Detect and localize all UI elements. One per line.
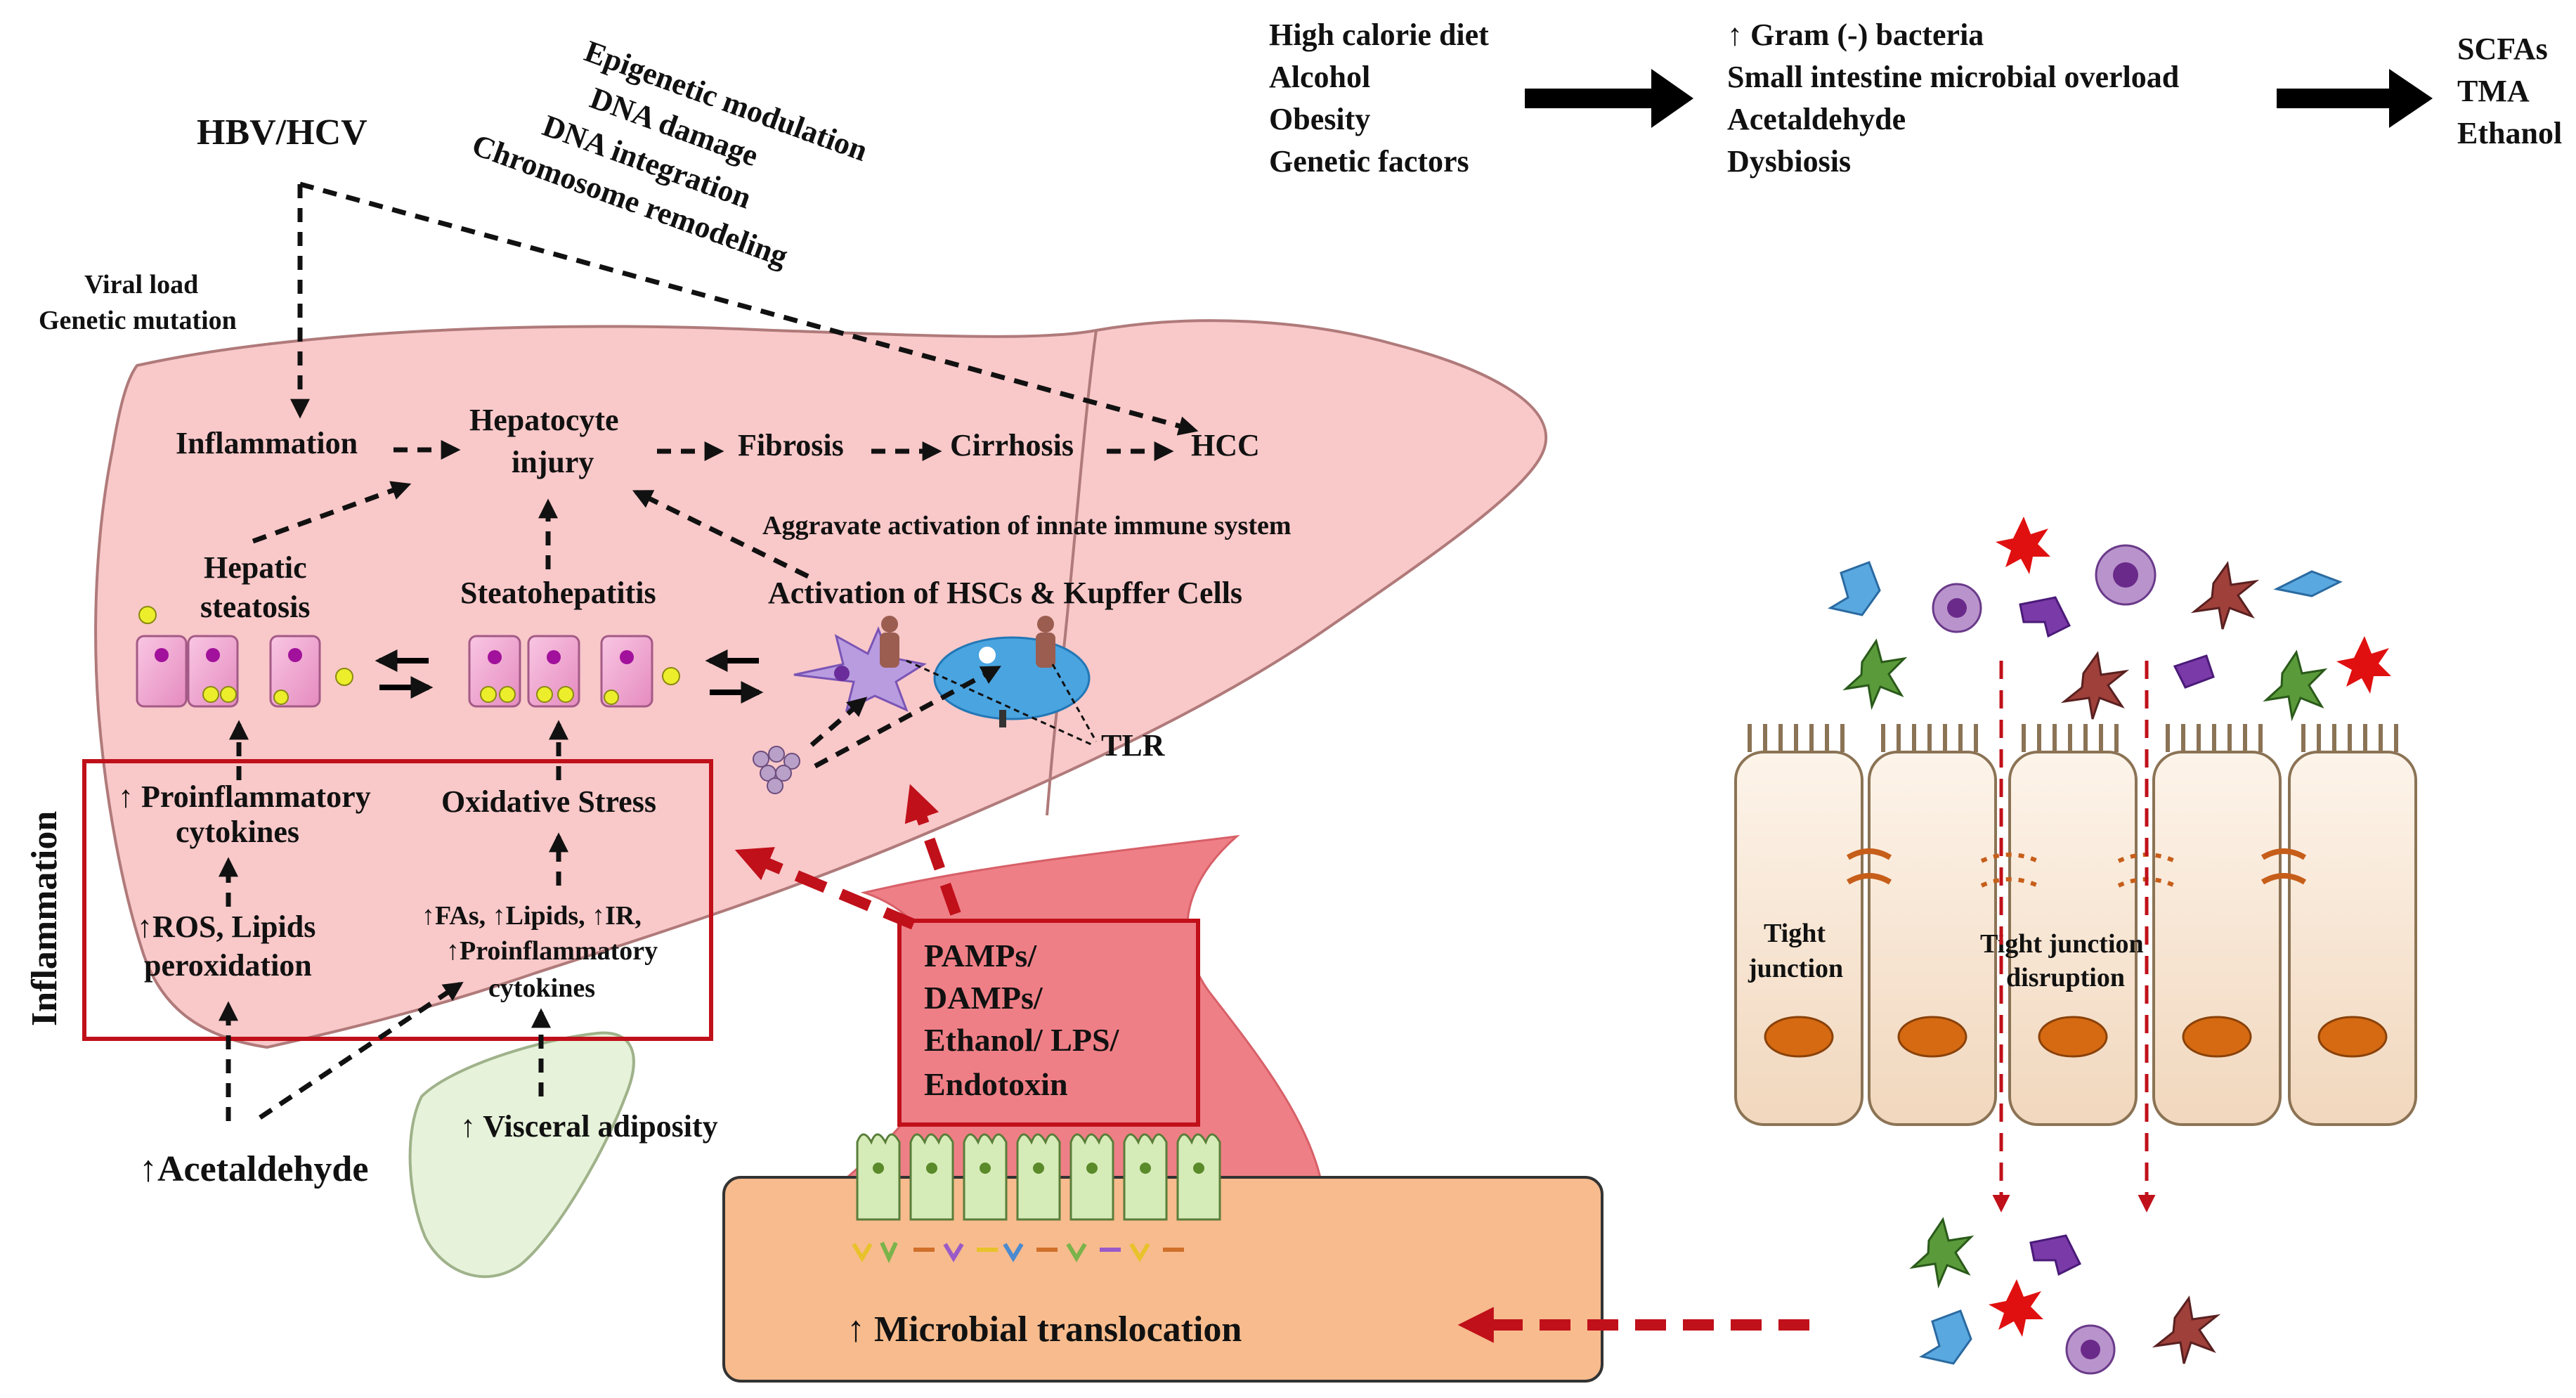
acetaldehyde-to-fas-arrow [259,981,464,1120]
red-star-2 [2336,636,2391,694]
villi-nuclei [873,1163,1204,1174]
tight-junction-line1: Tight [1764,919,1826,948]
bacteria-to-kupffer-arrow [814,665,1001,769]
kupffer-cell-shape [933,636,1091,720]
inflammation-label: Inflammation [176,426,358,460]
metabolite-2: TMA [2457,74,2530,108]
risk-factor-1: High calorie diet [1269,18,1489,52]
hbv-hcv-label: HBV/HCV [197,112,367,153]
tlr-pointer-1 [906,659,1093,746]
risk-to-gut-arrowhead [1651,69,1693,128]
red-star-3 [1989,1279,2043,1337]
pamps-line4: Endotoxin [924,1066,1068,1102]
fas-line3: cytokines [488,973,595,1003]
translocated-microbes [1909,1217,2221,1375]
hepatocytes-steatosis [136,606,353,708]
equilibrium-arrows-1 [375,649,434,699]
acetaldehyde-label: ↑Acetaldehyde [139,1149,368,1189]
fas-line1: ↑FAs, ↑Lipids, ↑IR, [422,901,642,931]
pamps-line1: PAMPs/ [924,938,1037,973]
microbial-translocation-label: ↑ Microbial translocation [847,1309,1242,1350]
risk-factors-list: High calorie diet Alcohol Obesity Geneti… [1269,18,1489,179]
pamps-line3: Ethanol/ LPS/ [924,1022,1120,1058]
inflammation-side-label: Inflammation [25,811,65,1026]
blue-chevron-2 [2273,570,2343,597]
metabolite-1: SCFAs [2457,32,2548,66]
gut-bacteria-mix [852,1241,1184,1264]
bacteria-cluster [753,746,800,794]
cirrhosis-label: Cirrhosis [950,428,1074,462]
tlr-pointer-2 [1051,664,1098,742]
steatohepatitis-label: Steatohepatitis [460,576,656,610]
gut-to-metabolites-arrowhead [2389,69,2433,128]
pamps-to-hsc-arrow [904,784,961,916]
brown-star-2 [2060,651,2130,720]
risk-factor-2: Alcohol [1269,60,1370,94]
metabolites-list: SCFAs TMA Ethanol [2457,32,2562,150]
intestinal-villi [856,1133,1221,1221]
purple-chevron-1 [2019,596,2071,638]
inflammation-box [82,759,713,1041]
hsc-kupffer-label: Activation of HSCs & Kupffer Cells [768,576,1242,610]
equilibrium-arrows-2 [705,649,764,704]
ros-line2: peroxidation [144,948,312,983]
tlr-label: TLR [1101,728,1166,763]
gut-change-2: Small intestine microbial overload [1727,60,2179,94]
risk-factor-3: Obesity [1269,102,1370,136]
genetic-mutation-label: Genetic mutation [39,306,237,335]
bacteria-to-hsc-arrow [809,697,868,747]
green-star-3 [1909,1217,1975,1289]
hcc-label: HCC [1191,428,1260,462]
gut-changes-list: ↑ Gram (-) bacteria Small intestine micr… [1727,18,2179,179]
viral-load-label: Viral load [84,270,198,299]
hepatocyte-injury-line1: Hepatocyte [469,403,619,437]
ros-line1: ↑ROS, Lipids [137,910,316,944]
hepatocytes-steatohepatitis [468,635,680,708]
pamps-line2: DAMPs/ [924,980,1043,1016]
visceral-adiposity-label: ↑ Visceral adiposity [460,1109,718,1144]
brown-star-3 [2152,1295,2221,1364]
purple-chevron-3 [2029,1234,2082,1276]
tlr-receptor-2 [1036,616,1055,668]
tj-disruption-line2: disruption [2006,963,2125,992]
brown-star-1 [2190,561,2260,630]
steatosis-to-injury-arrow [252,481,412,544]
hsc-to-injury-arrow [632,489,809,579]
cell-nuclei [1764,1016,2388,1058]
red-star-1 [1996,517,2050,574]
pamps-box [897,919,1200,1127]
hepatic-steatosis-line1: Hepatic [204,550,307,585]
gallbladder-shape [408,1031,635,1279]
innate-immune-label: Aggravate activation of innate immune sy… [762,511,1292,541]
tj-disruption-line1: Tight junction [1980,929,2144,959]
risk-factor-4: Genetic factors [1269,144,1469,179]
tlr-receptor-1 [880,616,899,668]
blue-chevron-3 [1919,1309,1972,1365]
fas-line2: ↑Proinflammatory [446,936,658,966]
gut-change-1: ↑ Gram (-) bacteria [1727,18,1984,52]
gut-change-4: Dysbiosis [1727,144,1851,179]
luminal-microbes [1828,517,2391,722]
oxidative-stress-label: Oxidative Stress [441,784,656,819]
blue-chevron-1 [1828,561,1881,616]
pamps-to-inflammation-arrow [734,847,916,930]
diagonal-effects: Epigenetic modulation DNA damage DNA int… [468,34,873,273]
tight-junctions [1846,848,2307,885]
virus-to-hcc-line [299,181,1199,436]
tight-junction-line2: junction [1748,954,1843,983]
hepatocyte-injury-line2: injury [512,445,594,479]
hepatic-steatosis-line2: steatosis [200,590,310,624]
proinflammatory-line1: ↑ Proinflammatory [118,779,371,814]
liver-shape [94,319,1548,1049]
green-star-2 [2263,649,2328,722]
microvilli [1748,724,2398,752]
gut-change-3: Acetaldehyde [1727,102,1906,136]
green-star-1 [1842,638,1908,711]
hsc-cell-shape [793,626,927,712]
proinflammatory-line2: cytokines [176,815,299,849]
metabolite-3: Ethanol [2457,116,2562,150]
fibrosis-label: Fibrosis [738,428,844,462]
purple-chevron-2 [2173,654,2215,689]
